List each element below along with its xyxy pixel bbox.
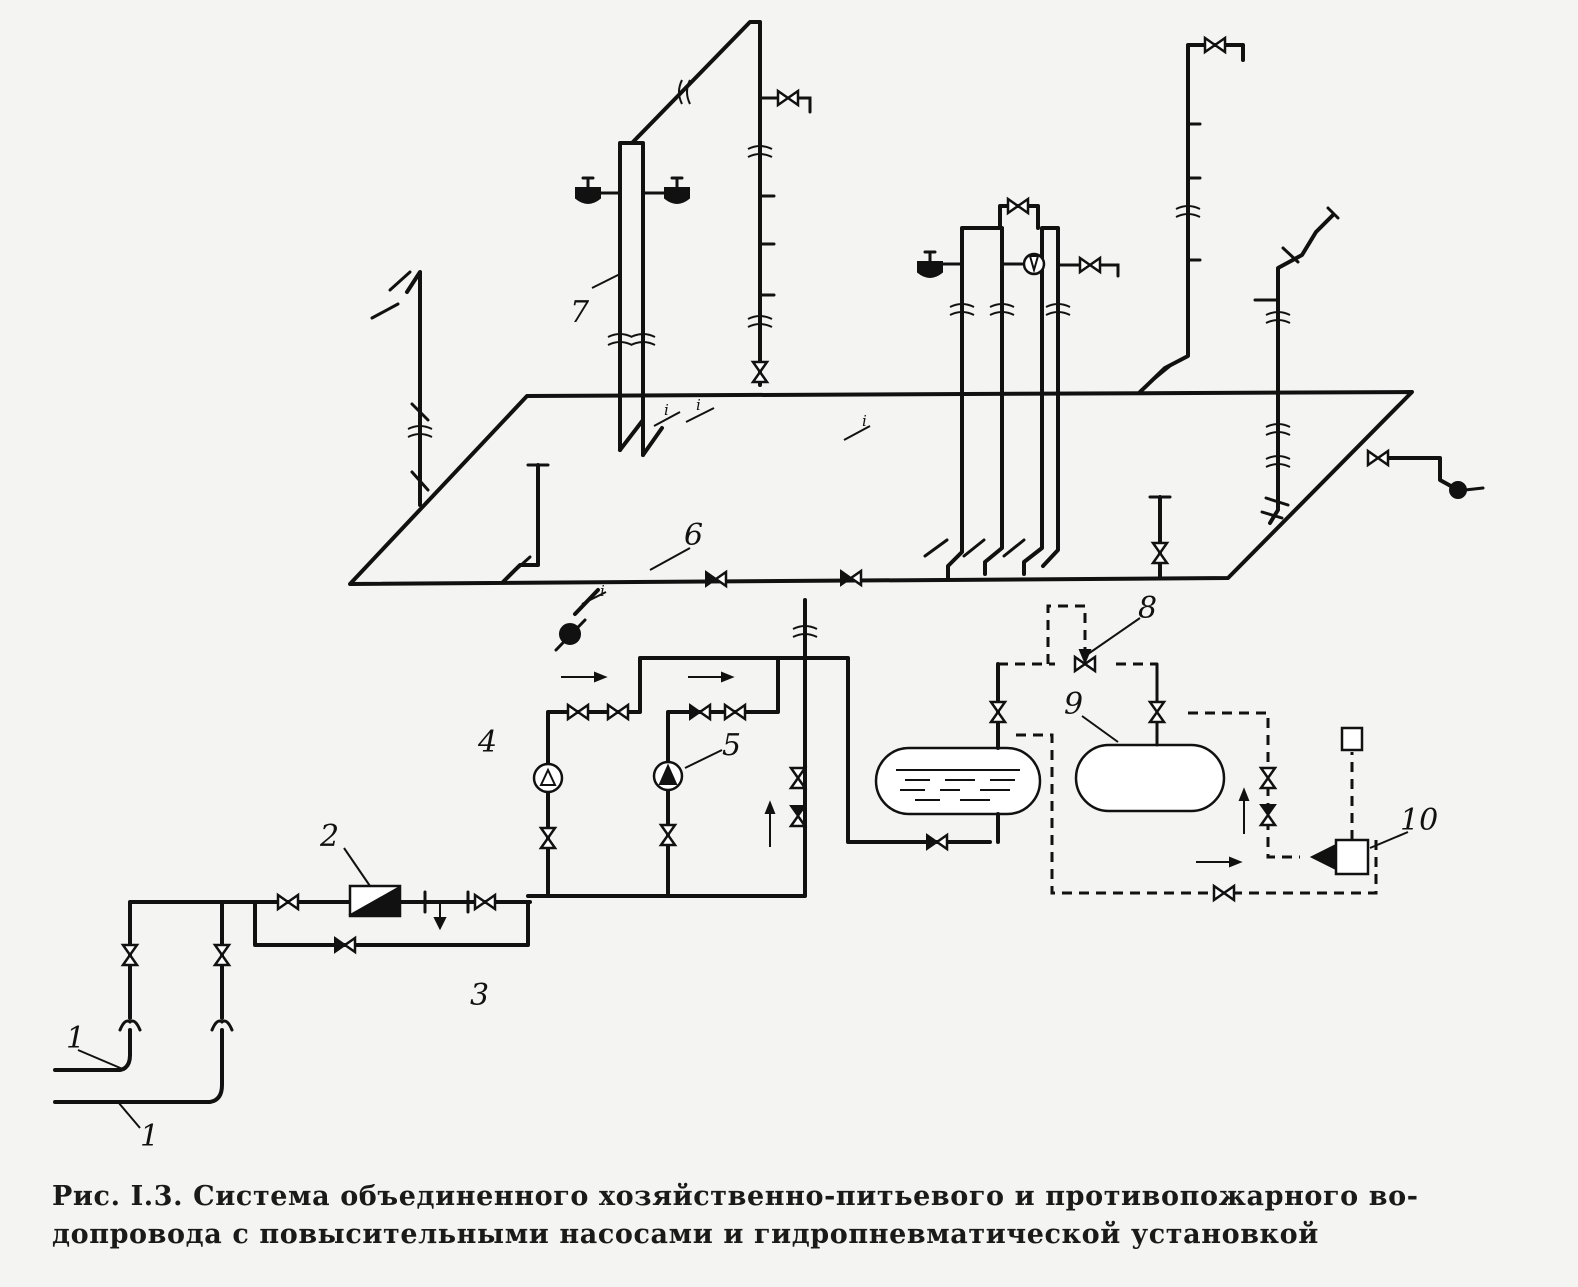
riser-right [1138, 36, 1340, 525]
label-2: 2 [319, 819, 339, 854]
distribution-network [348, 390, 1485, 652]
pump-station [526, 598, 992, 898]
number-labels: 1 1 2 3 4 5 6 7 8 9 10 [66, 295, 1438, 1154]
leader-lines [77, 273, 1409, 1129]
figure-caption: Рис. I.3. Система объединенного хозяйств… [52, 1178, 1532, 1254]
label-5: 5 [722, 728, 741, 763]
city-main-inputs [53, 900, 270, 1104]
label-3: 3 [470, 978, 489, 1013]
hydropneumatic-unit [874, 604, 1378, 902]
label-6: 6 [684, 518, 703, 553]
label-1b: 1 [140, 1119, 159, 1154]
slope-marks: i i i i [581, 396, 871, 605]
svg-text:i: i [862, 412, 867, 430]
riser-left [370, 270, 433, 507]
label-8: 8 [1138, 591, 1157, 626]
water-supply-scheme-diagram: i i i i 1 1 2 3 4 5 6 7 8 9 10 [53, 20, 1485, 1154]
label-1a: 1 [66, 1021, 85, 1056]
svg-text:i: i [696, 396, 701, 414]
compressor-icon [1334, 838, 1370, 876]
svg-text:i: i [600, 582, 605, 600]
label-4: 4 [477, 725, 497, 760]
riser-with-sinks [574, 20, 812, 457]
svg-text:i: i [664, 401, 669, 419]
label-10: 10 [1400, 803, 1438, 838]
caption-line-2: допровода с повысительными насосами и ги… [52, 1219, 1319, 1250]
caption-line-1: Рис. I.3. Система объединенного хозяйств… [52, 1181, 1419, 1212]
label-9: 9 [1064, 687, 1083, 722]
water-meter-node [253, 884, 532, 954]
label-7: 7 [570, 295, 590, 330]
air-tank-icon [1074, 743, 1226, 813]
central-risers [916, 197, 1120, 580]
